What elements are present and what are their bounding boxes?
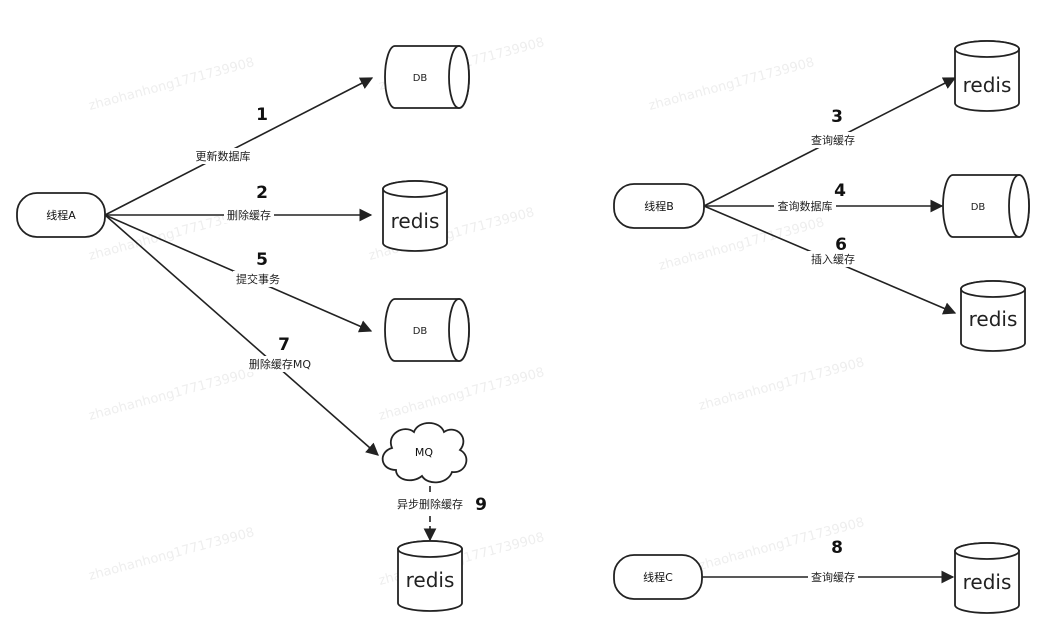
- edge-1-step: 1: [256, 105, 268, 125]
- edge-3-step: 3: [831, 107, 843, 127]
- svg-text:zhaohanhong1771739908: zhaohanhong1771739908: [697, 355, 866, 414]
- edge-6: 插入缓存 6: [703, 205, 957, 315]
- edge-2: 删除缓存 2: [105, 183, 373, 223]
- db-node-2-label: DB: [413, 326, 428, 337]
- db-node-1[interactable]: DB: [384, 45, 470, 109]
- db-node-3[interactable]: DB: [942, 174, 1030, 238]
- edge-8-label: 查询缓存: [811, 570, 855, 584]
- redis-node-3[interactable]: redis: [954, 40, 1020, 112]
- edge-7-step: 7: [278, 335, 290, 355]
- edge-1: 更新数据库 1: [104, 77, 374, 216]
- thread-a-label: 线程A: [46, 208, 76, 222]
- edge-5-label: 提交事务: [236, 272, 280, 286]
- redis-node-3-label: redis: [963, 73, 1012, 97]
- redis-node-5-label: redis: [963, 570, 1012, 594]
- edge-5: 提交事务 5: [104, 214, 373, 333]
- db-node-2[interactable]: DB: [384, 298, 470, 362]
- thread-c-label: 线程C: [643, 570, 673, 584]
- edge-1-label: 更新数据库: [196, 149, 251, 163]
- svg-text:zhaohanhong1771739908: zhaohanhong1771739908: [377, 365, 546, 424]
- db-node-3-label: DB: [971, 202, 986, 213]
- mq-cloud-node[interactable]: MQ: [381, 422, 468, 484]
- redis-node-2[interactable]: redis: [397, 540, 463, 612]
- edge-3: 查询缓存 3: [703, 77, 957, 207]
- redis-node-1[interactable]: redis: [382, 180, 448, 252]
- redis-node-5[interactable]: redis: [954, 542, 1020, 614]
- edge-2-step: 2: [256, 183, 268, 203]
- thread-b-label: 线程B: [644, 199, 674, 213]
- edge-8: 查询缓存 8: [702, 538, 955, 585]
- edge-4-step: 4: [834, 181, 846, 201]
- db-node-1-label: DB: [413, 73, 428, 84]
- edge-2-label: 删除缓存: [227, 208, 271, 222]
- edge-6-label: 插入缓存: [811, 252, 855, 266]
- edge-7: 删除缓存MQ 7: [104, 214, 379, 456]
- redis-node-4[interactable]: redis: [960, 280, 1026, 352]
- redis-node-1-label: redis: [391, 209, 440, 233]
- edge-4-label: 查询数据库: [778, 199, 833, 213]
- edge-5-step: 5: [256, 250, 268, 270]
- edge-3-label: 查询缓存: [811, 133, 855, 147]
- svg-text:zhaohanhong1771739908: zhaohanhong1771739908: [87, 525, 256, 584]
- edge-9-step: 9: [475, 495, 487, 515]
- edge-8-step: 8: [831, 538, 843, 558]
- thread-c-node[interactable]: 线程C: [613, 554, 703, 600]
- svg-text:zhaohanhong1771739908: zhaohanhong1771739908: [647, 55, 816, 114]
- edge-6-step: 6: [835, 235, 847, 255]
- edge-4: 查询数据库 4: [704, 181, 944, 214]
- svg-text:zhaohanhong1771739908: zhaohanhong1771739908: [87, 55, 256, 114]
- redis-node-4-label: redis: [969, 307, 1018, 331]
- svg-text:zhaohanhong1771739908: zhaohanhong1771739908: [87, 365, 256, 424]
- thread-a-node[interactable]: 线程A: [16, 192, 106, 238]
- mq-label: MQ: [415, 446, 433, 459]
- redis-node-2-label: redis: [406, 568, 455, 592]
- edge-9-label: 异步删除缓存: [397, 497, 463, 511]
- thread-b-node[interactable]: 线程B: [613, 183, 705, 229]
- edge-9: 异步删除缓存 9: [393, 486, 487, 542]
- edge-7-label: 删除缓存MQ: [249, 357, 311, 371]
